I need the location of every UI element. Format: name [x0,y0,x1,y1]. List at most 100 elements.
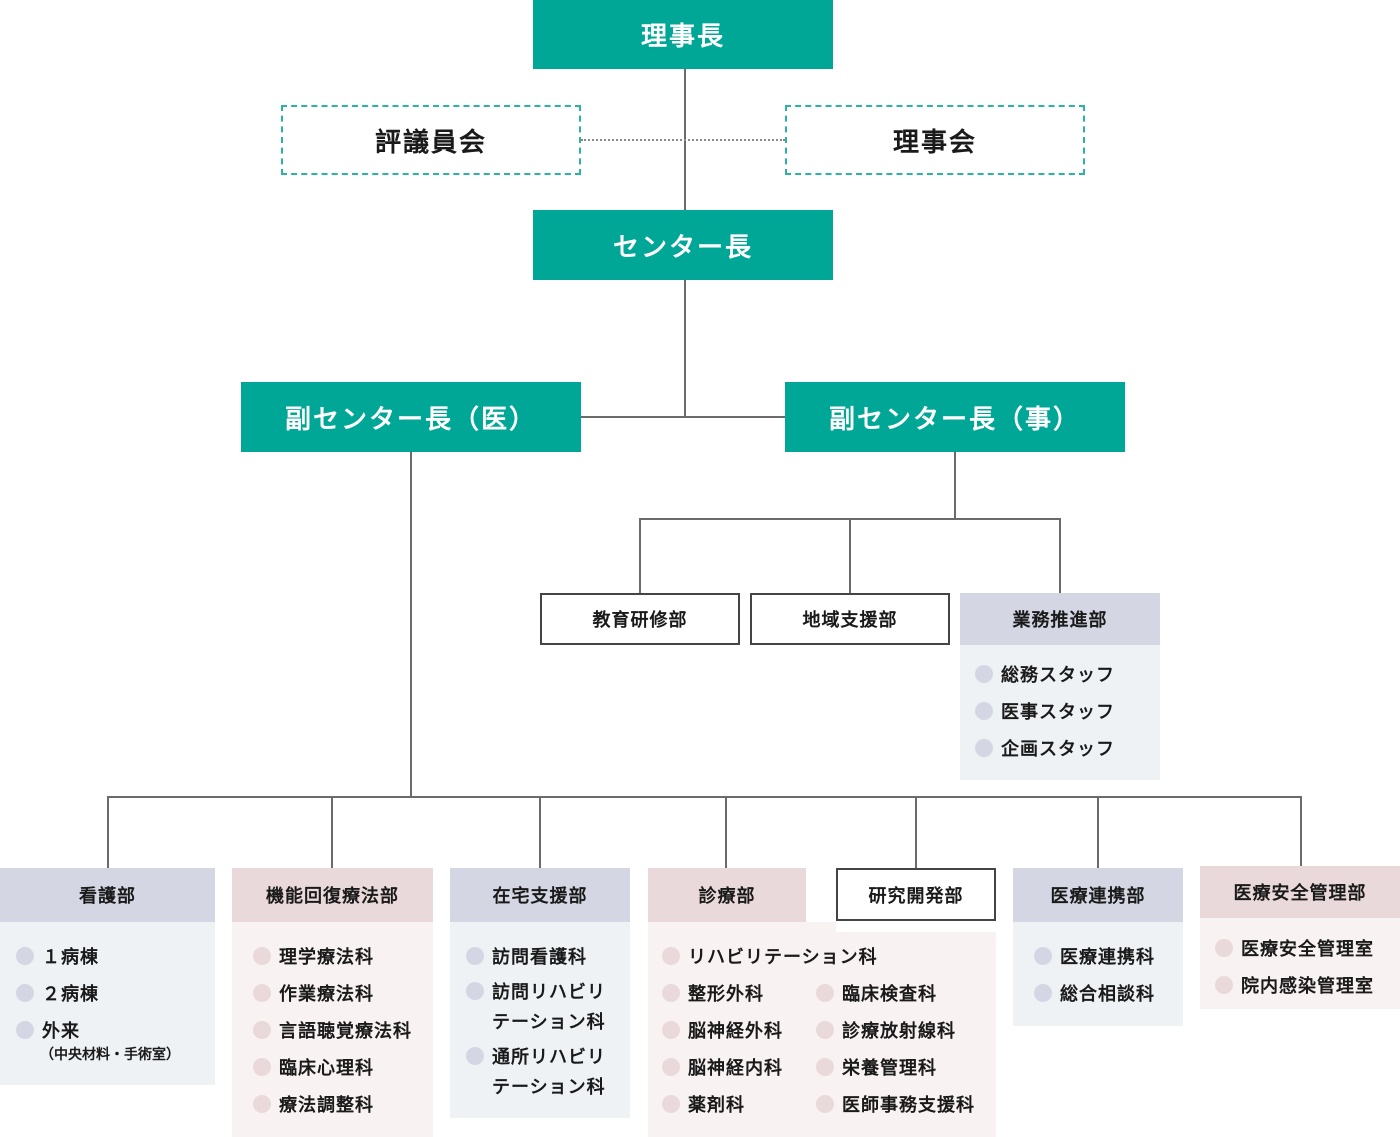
list-item: 総合相談科 [1034,980,1155,1006]
nursing-dept-body [0,922,215,1085]
bullet-dot-icon [975,739,993,757]
connector-vice-adm-down [954,451,956,519]
vice-director-admin-box: 副センター長（事） [785,382,1125,452]
list-item: 療法調整科 [253,1091,374,1117]
bullet-dot-icon [662,1058,680,1076]
bullet-dot-icon [253,1021,271,1039]
cooperation-dept-body [1013,922,1183,1026]
list-item: 栄養管理科 [816,1054,937,1080]
bullet-dot-icon [1034,947,1052,965]
connector-to-business [1059,518,1061,593]
business-dept-body [960,645,1160,780]
board-label: 理事会 [892,127,977,158]
nursing-outpatient-note: （中央材料・手術室） [40,1047,180,1063]
clinical-dept-header: 診療部 [648,868,806,922]
list-item: 作業療法科 [253,980,374,1006]
bullet-dot-icon [16,984,34,1002]
list-item: 医事スタッフ [975,698,1115,724]
bullet-dot-icon [662,947,680,965]
bullet-dot-icon [662,1095,680,1113]
bullet-dot-icon [816,1095,834,1113]
connector-director-vices [684,279,686,418]
rehab-dept-title: 機能回復療法部 [266,886,399,907]
bullet-dot-icon [16,947,34,965]
list-item: リハビリテーション科 [662,943,878,969]
list-item: 脳神経外科 [662,1017,783,1043]
education-dept-box: 教育研修部 [540,593,740,645]
council-box: 評議員会 [281,105,581,175]
business-dept-title: 業務推進部 [1012,610,1108,631]
business-dept-panel: 業務推進部 総務スタッフ 医事スタッフ 企画スタッフ [960,593,1160,780]
nursing-dept-header: 看護部 [0,868,215,922]
bullet-dot-icon [662,1021,680,1039]
chairman-box: 理事長 [533,0,833,69]
bullet-dot-icon [253,947,271,965]
homecare-dept-panel: 在宅支援部 訪問看護科 訪問リハビリ テーション科 通所リハビリ テーション科 [450,868,630,1118]
list-item-continuation: テーション科 [492,1077,606,1098]
list-item: 総務スタッフ [975,661,1115,687]
connector-to-clinical [725,796,727,868]
list-item-continuation: テーション科 [492,1012,606,1033]
list-item: 訪問看護科 [466,943,587,969]
bullet-dot-icon [975,702,993,720]
connector-to-community [849,518,851,593]
clinical-dept-panel: 診療部 リハビリテーション科 整形外科 脳神経外科 脳神経内科 薬剤科 臨床検査… [648,868,996,1137]
director-label: センター長 [612,232,753,263]
community-dept-box: 地域支援部 [750,593,950,645]
list-item: 医療連携科 [1034,943,1155,969]
list-item: ２病棟 [16,980,99,1006]
connector-to-homecare [539,796,541,868]
list-item: 薬剤科 [662,1091,745,1117]
connector-vice-horizontal [581,416,785,418]
board-box: 理事会 [785,105,1085,175]
connector-to-rehab [331,796,333,868]
bullet-dot-icon [975,665,993,683]
cooperation-dept-title: 医療連携部 [1050,886,1146,907]
list-item: 通所リハビリ [466,1043,606,1069]
council-label: 評議員会 [374,127,487,158]
safety-dept-panel: 医療安全管理部 医療安全管理室 院内感染管理室 [1200,866,1400,1009]
bullet-dot-icon [1215,939,1233,957]
list-item: 臨床検査科 [816,980,937,1006]
bullet-dot-icon [816,984,834,1002]
bullet-dot-icon [816,1058,834,1076]
director-box: センター長 [533,210,833,280]
list-item: 脳神経内科 [662,1054,783,1080]
connector-to-education [639,518,641,593]
list-item: 医療安全管理室 [1215,935,1374,961]
rehab-dept-panel: 機能回復療法部 理学療法科 作業療法科 言語聴覚療法科 臨床心理科 療法調整科 [232,868,433,1137]
bullet-dot-icon [466,947,484,965]
rehab-dept-header: 機能回復療法部 [232,868,433,922]
safety-dept-header: 医療安全管理部 [1200,866,1400,918]
safety-dept-title: 医療安全管理部 [1233,883,1367,904]
clinical-dept-body-top [648,922,836,932]
list-item: 院内感染管理室 [1215,972,1374,998]
vice-director-medical-box: 副センター長（医） [241,382,581,452]
clinical-dept-title: 診療部 [698,886,756,907]
nursing-dept-panel: 看護部 １病棟 ２病棟 外来 （中央材料・手術室） [0,868,215,1085]
list-item: 医師事務支援科 [816,1091,975,1117]
vice-director-admin-label: 副センター長（事） [828,404,1081,435]
connector-to-nursing [107,796,109,868]
bullet-dot-icon [466,1047,484,1065]
list-item: 診療放射線科 [816,1017,956,1043]
bullet-dot-icon [466,982,484,1000]
chairman-label: 理事長 [640,22,725,52]
connector-vice-med-down [410,451,412,798]
community-dept-label: 地域支援部 [802,610,898,631]
cooperation-dept-panel: 医療連携部 医療連携科 総合相談科 [1013,868,1183,1026]
bullet-dot-icon [253,984,271,1002]
connector-council-board-dotted [581,139,785,141]
list-item: 言語聴覚療法科 [253,1017,412,1043]
list-item: 外来 [16,1017,80,1043]
list-item: １病棟 [16,943,99,969]
list-item: 臨床心理科 [253,1054,374,1080]
bullet-dot-icon [816,1021,834,1039]
connector-to-research [915,796,917,868]
cooperation-dept-header: 医療連携部 [1013,868,1183,922]
bullet-dot-icon [16,1021,34,1039]
homecare-dept-title: 在宅支援部 [492,886,588,907]
bullet-dot-icon [662,984,680,1002]
education-dept-label: 教育研修部 [592,610,688,631]
bullet-dot-icon [253,1058,271,1076]
